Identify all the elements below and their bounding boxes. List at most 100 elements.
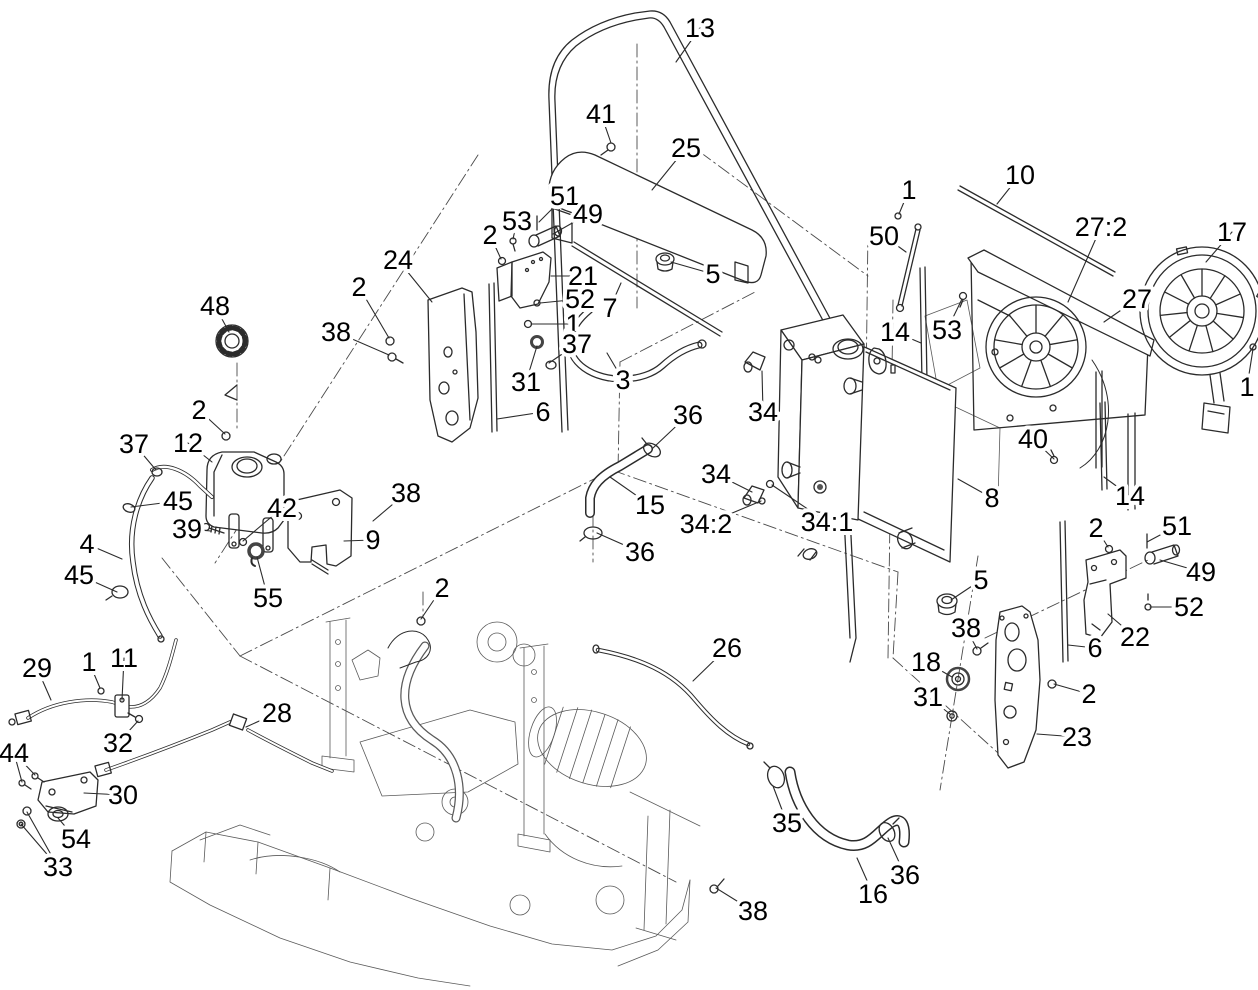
leader-line [601, 114, 611, 143]
leader-line [118, 721, 138, 743]
leader-line [1104, 477, 1130, 496]
callout-label-44: 44 [0, 738, 29, 768]
part-15-hose [580, 438, 663, 541]
part-40-screw [1051, 450, 1058, 464]
callout-label-34-1: 34:1 [801, 507, 854, 537]
callout-label-53: 53 [932, 315, 962, 345]
callout-label-38: 38 [951, 613, 981, 643]
leader-line [652, 148, 686, 190]
part-30-bracket [38, 772, 98, 821]
callout-label-39: 39 [172, 514, 202, 544]
leader-line [187, 529, 211, 531]
leader-line [497, 412, 543, 419]
callout-label-36: 36 [890, 860, 920, 890]
leader-line [27, 812, 58, 867]
leader-line [966, 628, 977, 649]
part-33-nuts [17, 807, 31, 828]
callout-label-29: 29 [22, 653, 52, 683]
leader-line [1147, 526, 1177, 542]
part-26-tube [593, 645, 753, 749]
callout-label-51: 51 [550, 181, 580, 211]
callout-label-11: 11 [110, 643, 138, 673]
part-8-radiator [744, 315, 956, 562]
leader-line [373, 493, 406, 521]
leader-lines [14, 28, 1253, 911]
part-4-hose [106, 467, 212, 642]
callout-label-24: 24 [383, 245, 413, 275]
leader-line [490, 235, 501, 259]
leader-line [610, 283, 621, 308]
leader-line [716, 888, 753, 911]
part-18-pulley [947, 668, 969, 690]
part-36-clamp [641, 438, 663, 460]
part-53-screw-right [960, 293, 967, 308]
leader-line [772, 485, 827, 522]
callout-label-35: 35 [772, 808, 802, 838]
leader-line [928, 697, 950, 714]
leader-line [706, 501, 761, 524]
callout-label-9: 9 [365, 525, 380, 555]
callout-label-54: 54 [61, 824, 91, 854]
callout-label-37: 37 [562, 329, 592, 359]
callout-label-2: 2 [434, 573, 449, 603]
callout-label-52: 52 [565, 284, 595, 314]
part-48-cap [216, 325, 248, 400]
callout-label-5: 5 [705, 259, 720, 289]
leader-line [257, 557, 268, 598]
leader-line [21, 824, 58, 867]
callout-label-45: 45 [163, 486, 193, 516]
leader-line [87, 544, 122, 559]
leader-line [653, 415, 688, 448]
part-45-clamp [106, 586, 128, 600]
leader-line [676, 28, 700, 62]
part-29-tube [9, 640, 176, 725]
callout-label-3: 3 [615, 365, 630, 395]
leader-line [243, 508, 282, 541]
callout-label-14: 14 [880, 317, 910, 347]
leader-line [762, 371, 763, 412]
callout-label-14: 14 [1115, 481, 1145, 511]
callout-label-33: 33 [43, 852, 73, 882]
callout-label-2: 2 [191, 395, 206, 425]
leader-line [899, 190, 909, 214]
harness-wire [388, 631, 430, 668]
callout-label-2: 2 [351, 272, 366, 302]
leader-line [947, 299, 962, 330]
leader-line [540, 299, 580, 303]
part-34-2-nut [759, 498, 765, 504]
part-50-rod [897, 224, 922, 312]
part-49-solenoid [1145, 545, 1180, 564]
part-36-clamp [580, 527, 602, 541]
leader-line [1104, 299, 1137, 322]
callout-label-22: 22 [1120, 622, 1150, 652]
callout-label-1: 1 [1239, 372, 1254, 402]
part-6-strip-left [489, 283, 497, 432]
callout-label-34: 34 [748, 397, 778, 427]
callout-label-1: 1 [901, 175, 916, 205]
leader-line [37, 668, 51, 700]
leader-line [1068, 227, 1101, 302]
part-1-screw [98, 688, 104, 694]
callout-label-34-2: 34:2 [680, 509, 733, 539]
callout-label-36: 36 [673, 400, 703, 430]
part-14-strip-right [1100, 402, 1107, 490]
leader-line [716, 474, 752, 492]
callout-label-45: 45 [64, 560, 94, 590]
callout-label-6: 6 [1087, 633, 1102, 663]
callout-label-26: 26 [712, 633, 742, 663]
callout-label-34: 34 [701, 459, 731, 489]
leader-line [1206, 232, 1232, 262]
part-27-fan-shroud [968, 250, 1154, 510]
leader-line [610, 477, 650, 505]
callout-label-48: 48 [200, 291, 230, 321]
callout-label-15: 15 [635, 490, 665, 520]
part-25-panel [549, 143, 766, 283]
part-31-washer [947, 711, 957, 721]
callout-label-31: 31 [511, 367, 541, 397]
leader-line [344, 540, 373, 541]
leader-line [895, 332, 921, 343]
part-23-plate [995, 606, 1040, 768]
part-16-hose [764, 762, 905, 846]
callout-label-50: 50 [869, 221, 899, 251]
leader-line [1160, 560, 1201, 572]
